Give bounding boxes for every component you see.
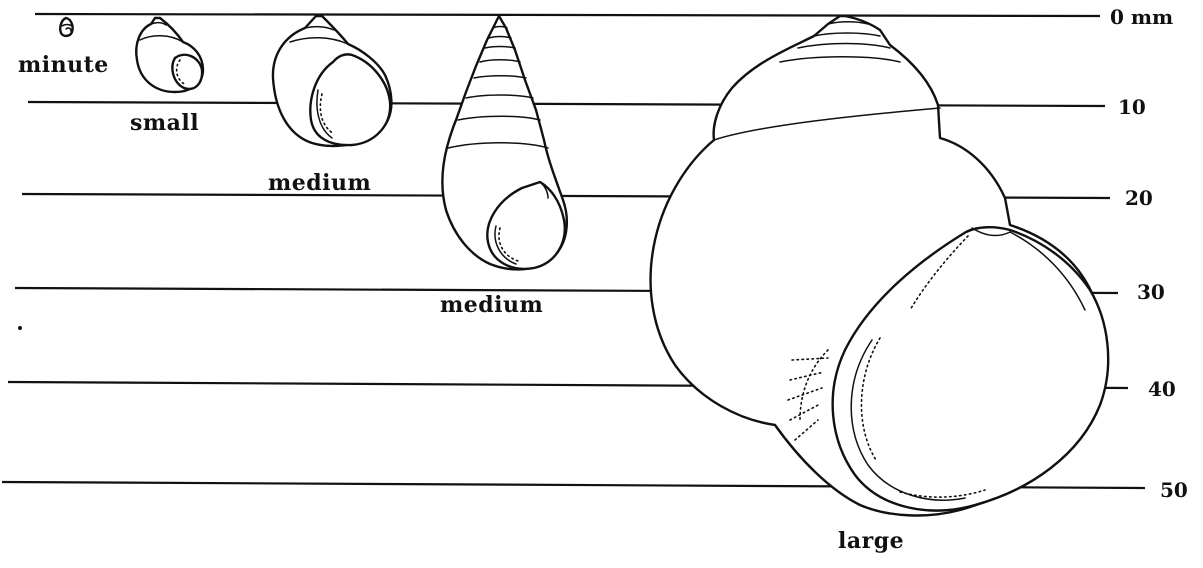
scale-label-20: 20 — [1125, 186, 1153, 210]
scale-label-0mm: 0 mm — [1110, 5, 1173, 29]
stray-mark — [18, 326, 22, 330]
large-shell — [651, 16, 1109, 515]
scale-label-40: 40 — [1148, 377, 1176, 401]
scale-label-50: 50 — [1160, 478, 1188, 502]
line-0mm — [35, 14, 1100, 16]
medium-shell-2 — [442, 16, 566, 269]
scale-label-10: 10 — [1118, 95, 1146, 119]
label-medium-1: medium — [268, 170, 371, 196]
scale-label-30: 30 — [1137, 280, 1165, 304]
small-shell — [136, 18, 203, 92]
line-10mm — [28, 102, 1105, 106]
label-minute: minute — [18, 52, 109, 78]
label-large: large — [838, 528, 904, 554]
minute-shell — [60, 18, 72, 36]
scale-labels: 0 mm 10 20 30 40 50 — [1110, 5, 1188, 502]
label-medium-2: medium — [440, 292, 543, 318]
medium-shell-1 — [273, 16, 391, 146]
label-small: small — [130, 110, 199, 136]
